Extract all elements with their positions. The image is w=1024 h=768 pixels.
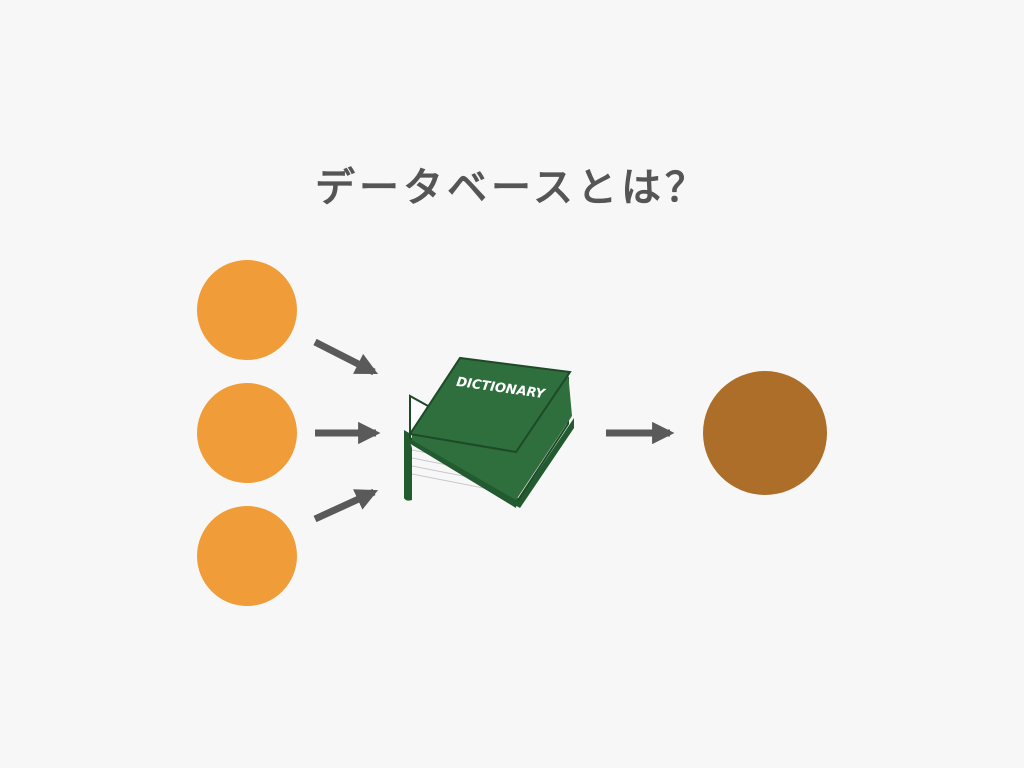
slide-title: データベースとは？ bbox=[315, 165, 709, 211]
output-circle bbox=[703, 371, 827, 495]
dictionary-book-icon: DICTIONARY bbox=[404, 356, 574, 508]
input-circle-top bbox=[197, 260, 297, 360]
arrow-bottom-to-book bbox=[313, 488, 379, 523]
input-circle-bottom bbox=[197, 506, 297, 606]
arrow-top-to-book bbox=[313, 338, 378, 376]
input-circle-middle bbox=[197, 383, 297, 483]
